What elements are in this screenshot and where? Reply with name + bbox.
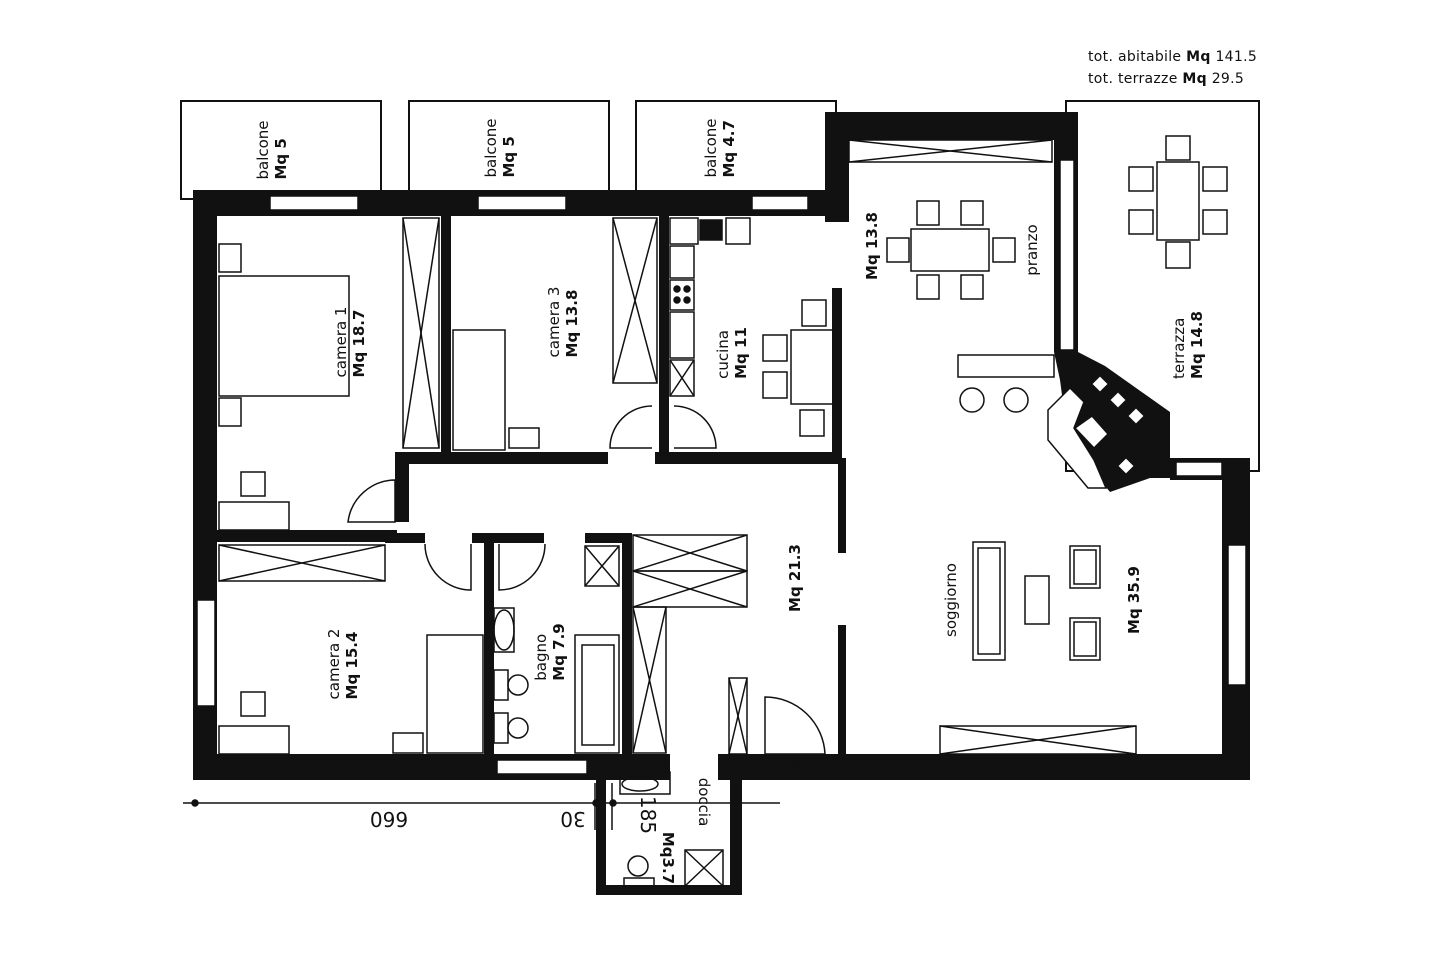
room-name: doccia bbox=[695, 777, 713, 827]
room-name: camera 1 bbox=[332, 306, 350, 378]
totals-block: tot. abitabile Mq 141.5 tot. terrazze Mq… bbox=[1088, 46, 1257, 90]
room-name: soggiorno bbox=[942, 563, 960, 637]
room-label-soggiorno-name: soggiorno bbox=[942, 563, 960, 637]
room-name: bagno bbox=[532, 633, 550, 681]
room-label-doccia-name: doccia bbox=[695, 778, 713, 827]
room-area: Mq 5 bbox=[500, 136, 518, 178]
total-habitable: tot. abitabile Mq 141.5 bbox=[1088, 46, 1257, 68]
room-area: Mq 13.8 bbox=[563, 289, 581, 358]
room-area: Mq 14.8 bbox=[1188, 311, 1206, 379]
room-label-balcone-1: balcone Mq 5 bbox=[254, 120, 290, 179]
room-label-balcone-3: balcone Mq 4.7 bbox=[702, 118, 738, 177]
total-terraces: tot. terrazze Mq 29.5 bbox=[1088, 68, 1257, 90]
room-label-doccia-area: Mq3.7 bbox=[659, 832, 677, 884]
room-label-pranzo-area: Mq 13.8 bbox=[863, 212, 881, 280]
dimension-lines bbox=[183, 755, 803, 830]
room-area: Mq 11 bbox=[732, 327, 750, 379]
room-name: pranzo bbox=[1023, 224, 1041, 276]
room-name: balcone bbox=[482, 118, 500, 178]
room-label-balcone-2: balcone Mq 5 bbox=[482, 118, 518, 177]
total-habitable-value: 141.5 bbox=[1215, 49, 1258, 65]
room-label-pranzo-name: pranzo bbox=[1023, 224, 1041, 275]
room-area: Mq 4.7 bbox=[720, 120, 738, 178]
total-terraces-value: 29.5 bbox=[1211, 71, 1245, 87]
dimension-185: 185 bbox=[636, 795, 660, 835]
dimension-30: 30 bbox=[560, 807, 586, 831]
room-label-camera-2: camera 2 Mq 15.4 bbox=[325, 629, 361, 700]
dimension-660: 660 bbox=[369, 807, 409, 831]
room-label-terrazza: terrazza Mq 14.8 bbox=[1170, 311, 1206, 379]
room-label-soggiorno-area: Mq 35.9 bbox=[1125, 566, 1143, 634]
room-area: Mq 35.9 bbox=[1125, 566, 1143, 634]
room-name: camera 2 bbox=[325, 628, 343, 700]
room-name: balcone bbox=[254, 120, 272, 180]
room-area: Mq 15.4 bbox=[343, 631, 361, 700]
room-area: Mq 5 bbox=[272, 138, 290, 180]
room-area: Mq 13.8 bbox=[863, 212, 881, 280]
total-terraces-label: tot. terrazze bbox=[1088, 71, 1178, 87]
room-name: cucina bbox=[714, 330, 732, 379]
room-name: balcone bbox=[702, 118, 720, 178]
room-label-camera-1: camera 1 Mq 18.7 bbox=[332, 307, 368, 378]
room-label-camera-3: camera 3 Mq 13.8 bbox=[545, 287, 581, 358]
room-name: camera 3 bbox=[545, 286, 563, 358]
total-habitable-unit: Mq bbox=[1186, 49, 1211, 65]
room-label-cucina: cucina Mq 11 bbox=[714, 327, 750, 379]
total-terraces-unit: Mq bbox=[1182, 71, 1207, 87]
room-area: Mq 7.9 bbox=[550, 623, 568, 681]
room-label-disimpegno: Mq 21.3 bbox=[786, 544, 804, 612]
room-area: Mq 18.7 bbox=[350, 309, 368, 378]
total-habitable-label: tot. abitabile bbox=[1088, 49, 1182, 65]
room-name: terrazza bbox=[1170, 317, 1188, 379]
room-label-bagno: bagno Mq 7.9 bbox=[532, 623, 568, 680]
room-area: Mq 21.3 bbox=[786, 544, 804, 612]
room-area: Mq3.7 bbox=[659, 831, 677, 885]
